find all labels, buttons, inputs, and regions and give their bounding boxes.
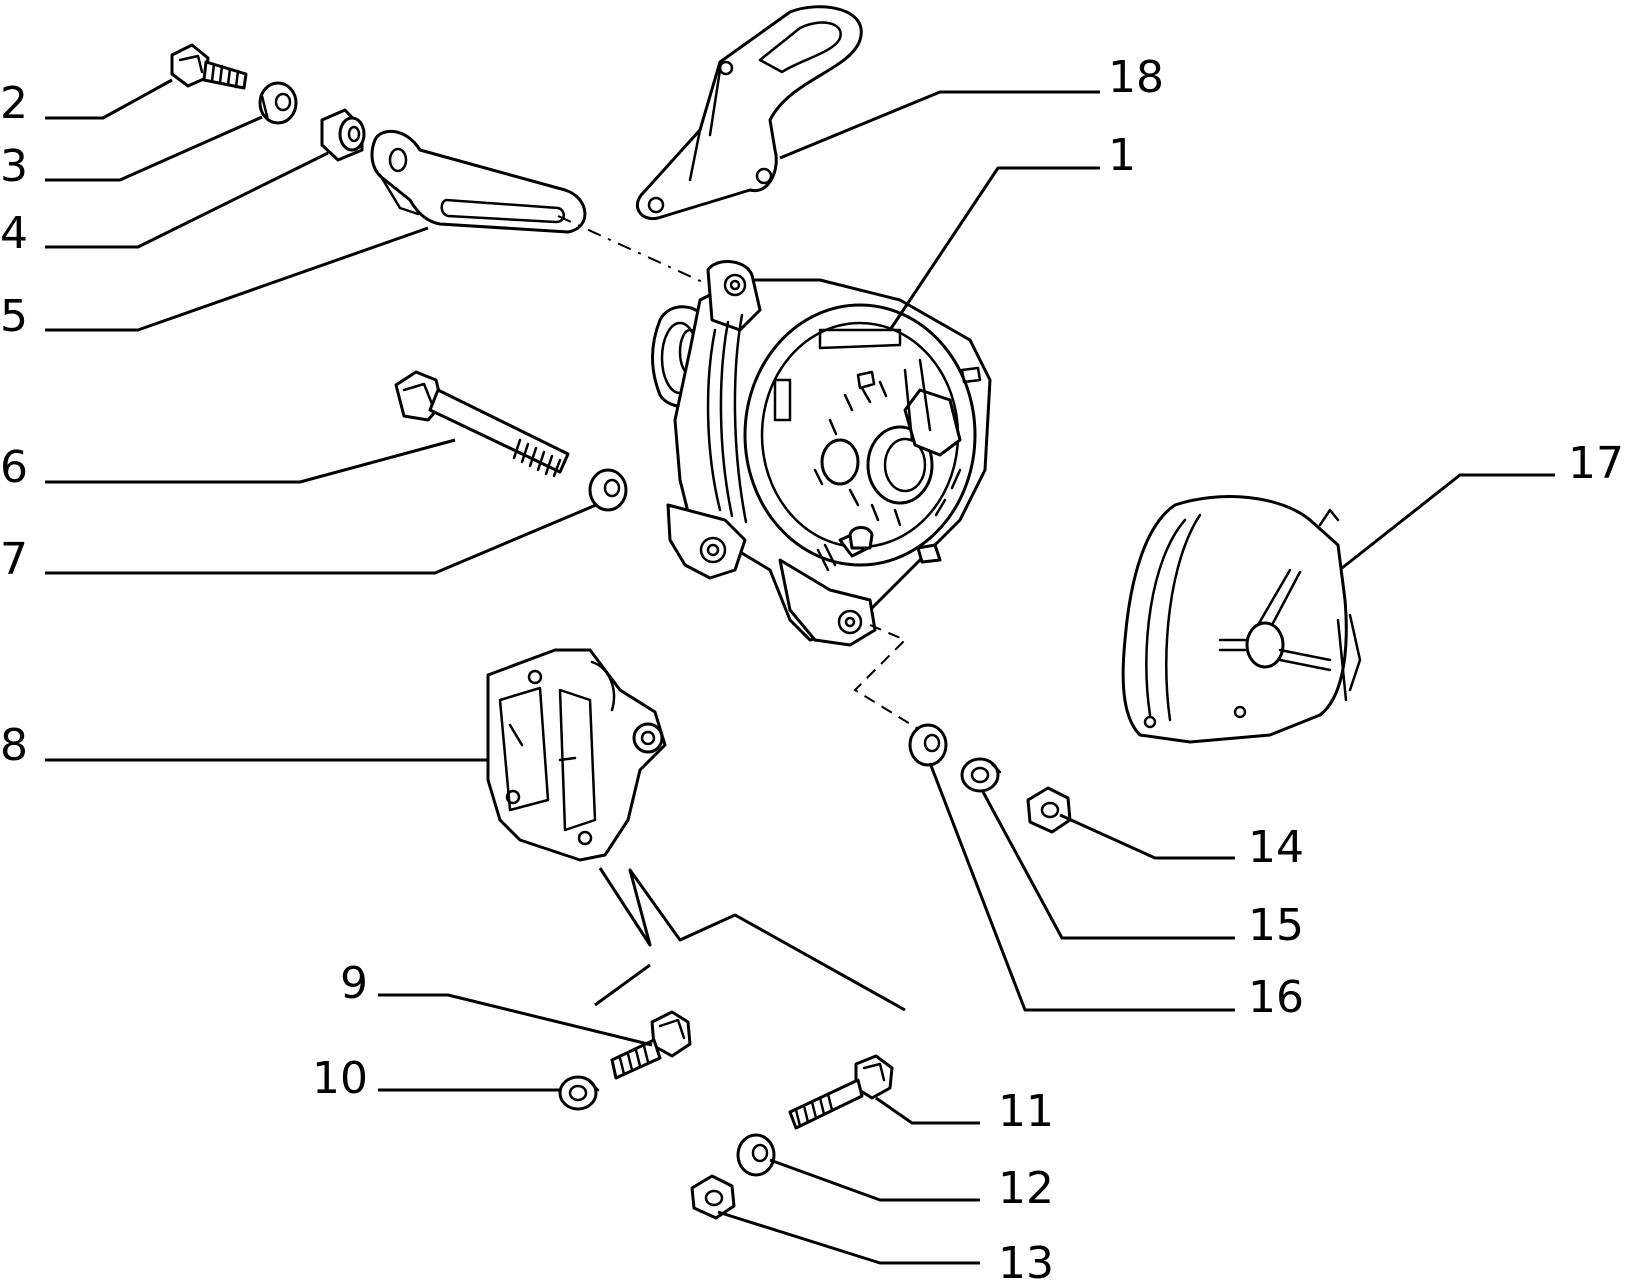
part-7-washer — [588, 468, 628, 512]
leader-17 — [1341, 473, 1555, 570]
part-9-bolt — [610, 1010, 692, 1080]
leader-11 — [875, 1096, 980, 1125]
part-14-nut — [1026, 786, 1072, 834]
part-13-nut — [690, 1174, 736, 1220]
part-18-support-bracket — [636, 5, 863, 221]
assembly-line-8-to-11 — [598, 867, 906, 1012]
leader-3 — [45, 115, 263, 182]
callout-8: 8 — [0, 720, 28, 771]
callout-14: 14 — [1248, 822, 1304, 873]
leader-1 — [888, 166, 1100, 331]
callout-11: 11 — [998, 1086, 1054, 1137]
part-6-long-bolt — [394, 370, 570, 478]
callout-17: 17 — [1568, 438, 1624, 489]
leader-7 — [45, 503, 597, 575]
leader-6 — [45, 438, 456, 484]
part-16-washer — [908, 723, 948, 767]
leader-18 — [779, 90, 1100, 160]
part-12-washer — [736, 1133, 776, 1177]
part-3-washer — [258, 81, 298, 125]
leader-4 — [45, 151, 329, 249]
callout-15: 15 — [1248, 900, 1304, 951]
leader-2 — [45, 78, 173, 120]
part-11-bolt — [788, 1054, 894, 1130]
alignment-line-upper — [557, 215, 721, 291]
leader-5 — [45, 226, 429, 332]
part-17-rear-cover — [1121, 495, 1362, 744]
part-15-spring-washer — [960, 757, 1002, 793]
leader-14 — [1059, 813, 1235, 860]
part-2-bolt — [170, 43, 248, 90]
callout-18: 18 — [1108, 52, 1164, 103]
callout-12: 12 — [998, 1163, 1054, 1214]
part-10-spring-washer — [558, 1075, 600, 1111]
callout-7: 7 — [0, 534, 28, 585]
part-5-adjusting-bracket — [370, 129, 587, 234]
leader-16 — [928, 762, 1235, 1012]
callout-13: 13 — [998, 1238, 1054, 1282]
callout-10: 10 — [312, 1053, 368, 1104]
callout-2: 2 — [0, 78, 28, 129]
leader-12 — [769, 1158, 980, 1202]
callout-5: 5 — [0, 291, 28, 342]
callout-9: 9 — [340, 958, 368, 1009]
callout-16: 16 — [1248, 972, 1304, 1023]
callout-3: 3 — [0, 141, 28, 192]
leader-15 — [980, 789, 1235, 940]
leader-9 — [378, 993, 653, 1047]
callout-1: 1 — [1108, 130, 1136, 181]
callout-4: 4 — [0, 208, 28, 259]
callout-6: 6 — [0, 442, 28, 493]
leader-13 — [717, 1210, 980, 1265]
part-1-alternator — [651, 260, 992, 647]
part-4-spacer — [320, 108, 366, 162]
alignment-line-lower — [853, 624, 921, 731]
assembly-line-8-to-9 — [594, 963, 651, 1007]
part-8-mounting-bracket — [486, 648, 667, 862]
